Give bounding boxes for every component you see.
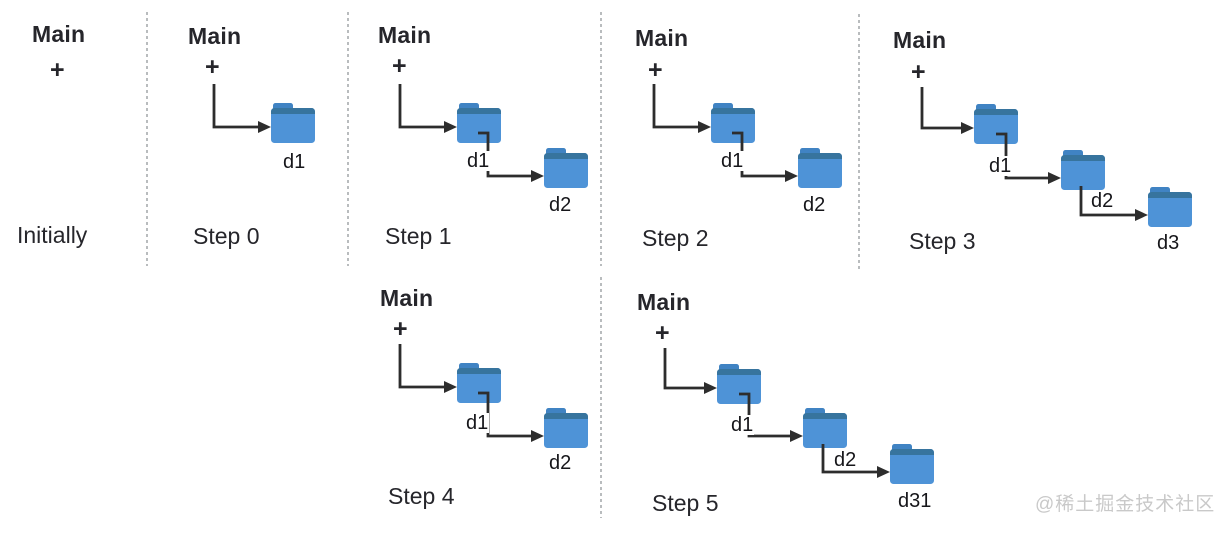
- folder-icon-d2: [803, 408, 847, 448]
- arrowhead: [790, 430, 803, 442]
- folder-label-d3: d3: [1156, 232, 1181, 254]
- plus-symbol: +: [911, 58, 926, 86]
- arrow-main-to-d1: [212, 84, 258, 129]
- root-label: Main: [637, 289, 691, 315]
- divider-step0-step1: [347, 12, 349, 266]
- arrowhead: [444, 121, 457, 133]
- plus-symbol: +: [205, 53, 220, 81]
- panel-initially: Main + Initially: [0, 0, 147, 265]
- folder-label-d31: d31: [897, 490, 933, 512]
- folder-icon-d1: [974, 104, 1018, 144]
- watermark-text: @稀土掘金技术社区: [1035, 494, 1216, 515]
- step-caption-step2: Step 2: [642, 225, 709, 251]
- arrow-main-to-d1: [920, 87, 961, 130]
- panel-step2: Main + d1 d2 Step 2: [602, 0, 858, 265]
- panel-step0: Main + d1 Step 0: [147, 0, 348, 265]
- root-label: Main: [380, 285, 434, 311]
- arrowhead: [785, 170, 798, 182]
- root-label: Main: [635, 25, 689, 51]
- panel-step5: Main + d1 d2 d31 Step 5: [604, 262, 960, 527]
- folder-icon-d1: [457, 103, 501, 143]
- panel-step1: Main + d1 d2 Step 1: [348, 0, 600, 265]
- folder-icon-d1: [717, 364, 761, 404]
- folder-icon-d1: [457, 363, 501, 403]
- step-caption-step1: Step 1: [385, 223, 452, 249]
- arrowhead: [531, 170, 544, 182]
- root-label: Main: [32, 21, 86, 47]
- step-caption-step0: Step 0: [193, 223, 260, 249]
- folder-label-d1: d1: [465, 412, 490, 434]
- divider-step1-step2: [600, 12, 602, 266]
- folder-icon-d2: [544, 148, 588, 188]
- plus-symbol: +: [648, 56, 663, 84]
- step0-diagram: [212, 84, 315, 143]
- root-label: Main: [893, 27, 947, 53]
- arrowhead: [258, 121, 271, 133]
- panel-step3: Main + d1 d2 d3 Step 3: [860, 0, 1218, 270]
- step-caption-step4: Step 4: [388, 483, 455, 509]
- root-label: Main: [188, 23, 242, 49]
- folder-label-d2: d2: [548, 452, 573, 474]
- divider-initially-step0: [146, 12, 148, 266]
- folder-icon-d31: [890, 444, 934, 484]
- folder-icon-d2: [798, 148, 842, 188]
- arrowhead: [698, 121, 711, 133]
- plus-symbol: +: [655, 319, 670, 347]
- arrowhead: [877, 466, 890, 478]
- arrowhead: [1048, 172, 1061, 184]
- arrow-main-to-d1: [398, 344, 444, 389]
- arrowhead: [961, 122, 974, 134]
- root-label: Main: [378, 22, 432, 48]
- folder-icon-d2: [1061, 150, 1105, 190]
- step5-diagram: [663, 348, 934, 484]
- folder-label-d2: d2: [833, 449, 858, 471]
- arrow-d2-to-d3: [1079, 186, 1135, 217]
- folder-label-d2: d2: [1090, 190, 1115, 212]
- plus-symbol: +: [393, 315, 408, 343]
- folder-icon-d1: [271, 103, 315, 143]
- folder-icon-d3: [1148, 187, 1192, 227]
- arrowhead: [1135, 209, 1148, 221]
- divider-step2-step3: [858, 14, 860, 270]
- arrow-main-to-d1: [398, 84, 444, 129]
- arrowhead: [444, 381, 457, 393]
- folder-label-d1: d1: [466, 150, 491, 172]
- arrowhead: [531, 430, 544, 442]
- folder-label-d2: d2: [548, 194, 573, 216]
- panel-step4: Main + d1 d2 Step 4: [348, 260, 600, 525]
- step-caption-initially: Initially: [17, 222, 88, 248]
- divider-step4-step5: [600, 277, 602, 518]
- folder-label-d1: d1: [988, 155, 1013, 177]
- arrow-main-to-d1: [652, 84, 698, 129]
- arrowhead: [704, 382, 717, 394]
- folder-label-d1: d1: [282, 151, 307, 173]
- plus-symbol: +: [392, 52, 407, 80]
- folder-label-d1: d1: [720, 150, 745, 172]
- plus-symbol: +: [50, 56, 65, 84]
- arrow-main-to-d1: [663, 348, 704, 390]
- folder-label-d2: d2: [802, 194, 827, 216]
- folder-label-d1: d1: [730, 414, 755, 436]
- folder-icon-d2: [544, 408, 588, 448]
- step-caption-step3: Step 3: [909, 228, 976, 254]
- arrow-d2-to-d31: [821, 444, 877, 474]
- folder-icon-d1: [711, 103, 755, 143]
- step-caption-step5: Step 5: [652, 490, 719, 516]
